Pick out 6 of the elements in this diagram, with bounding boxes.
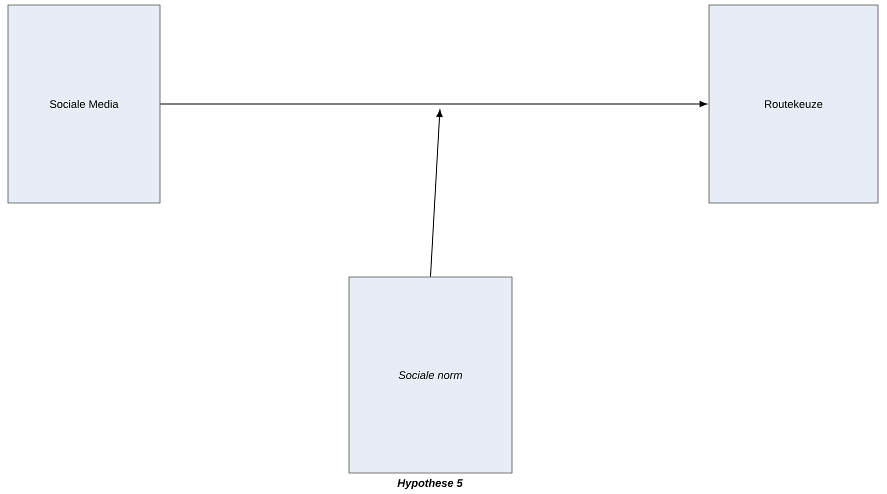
arrow [160,100,708,108]
process-box: Routekeuze [708,4,878,204]
caption: Hypothese 5 [398,478,463,490]
arrow [430,109,443,278]
process-box: Sociale Media [8,4,160,204]
process-box: Sociale norm [348,276,512,474]
